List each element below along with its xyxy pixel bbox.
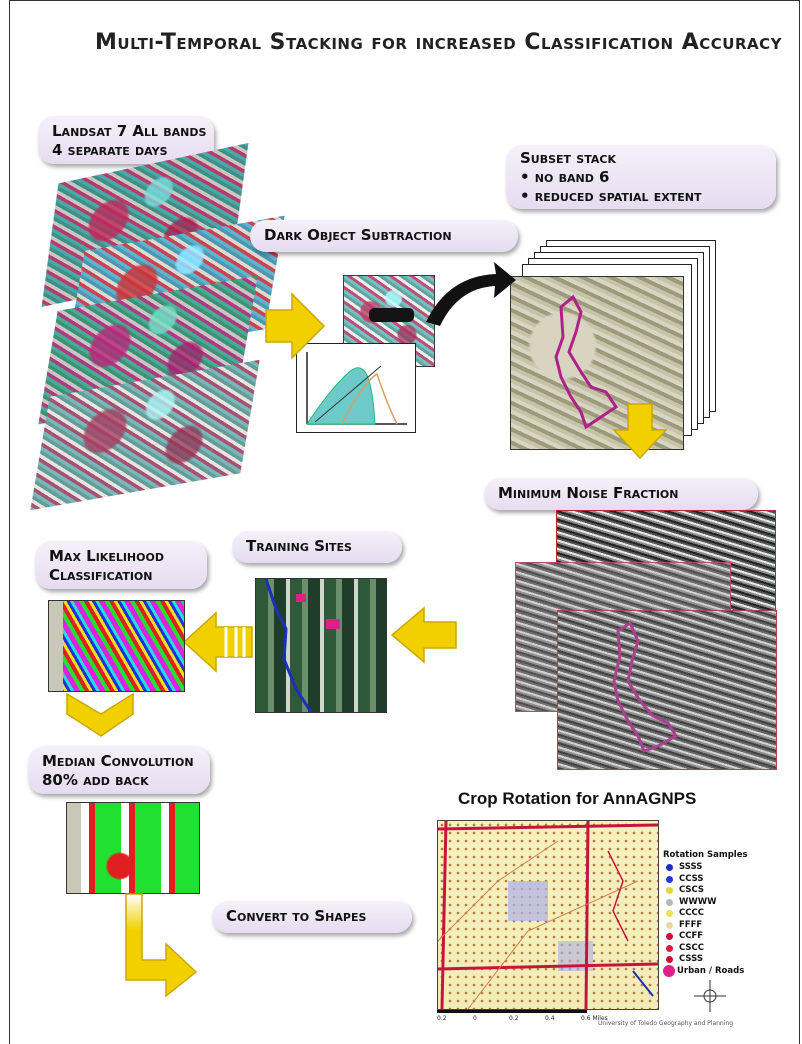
arrow-to-subset: [426, 262, 516, 326]
subset-stack-image: [510, 276, 684, 450]
legend-item: CCCC: [663, 908, 783, 919]
maxlik-line1: Max Likelihood: [49, 547, 164, 565]
median-line1: Median Convolution: [42, 752, 194, 770]
arrow-to-dos: [265, 292, 326, 360]
legend-item: FFFF: [663, 920, 783, 931]
training-sites-image: [255, 578, 387, 713]
dark-object: [369, 308, 414, 322]
arrow-to-classification: [182, 611, 253, 673]
mnf-image-3: [557, 610, 777, 770]
subset-line3: • reduced spatial extent: [520, 187, 702, 205]
legend-label: CCCC: [679, 908, 704, 918]
arrow-to-median: [66, 692, 134, 737]
crop-rotation-map: [437, 820, 659, 1010]
legend-item: CSCC: [663, 943, 783, 954]
legend-label: CCSS: [679, 873, 704, 884]
training-river: [264, 579, 340, 712]
watershed-boundary: [554, 294, 619, 430]
legend-item: CSSS: [663, 954, 783, 965]
legend-label: Urban / Roads: [677, 965, 745, 976]
legend-swatch-icon: [666, 921, 673, 929]
legend-title: Rotation Samples: [663, 850, 748, 860]
crop-map-roads: [438, 821, 658, 1009]
scale-label: 0: [473, 1015, 477, 1022]
subset-stack-frames: [510, 240, 720, 450]
landsat-image-stack: [30, 143, 285, 511]
legend-label: FFFF: [679, 919, 703, 930]
subset-stack-label: Subset stack • no band 6 • reduced spati…: [506, 145, 776, 209]
legend-swatch-icon: [666, 956, 673, 963]
minimum-noise-fraction-label: Minimum Noise Fraction: [484, 478, 758, 510]
landsat-line2: 4 separate days: [52, 141, 168, 159]
arrow-to-training: [390, 606, 457, 664]
legend-label: CSCC: [679, 942, 704, 953]
legend-item: SSSS: [663, 862, 783, 873]
legend-swatch-icon: [666, 944, 673, 952]
median-convolution-label: Median Convolution 80% add back: [28, 746, 210, 794]
legend-label: CSSS: [679, 954, 703, 964]
legend-label: WWWW: [679, 896, 717, 907]
dark-object-subtraction-label: Dark Object Subtraction: [250, 220, 518, 252]
median-line2: 80% add back: [42, 771, 149, 789]
landsat-line1: Landsat 7 All bands: [52, 122, 207, 140]
median-image: [66, 802, 200, 894]
subset-line1: Subset stack: [520, 149, 616, 167]
legend-swatch-icon: [666, 875, 673, 883]
legend-swatch-icon: [666, 864, 673, 871]
mnf-boundary: [612, 620, 679, 753]
legend-label: SSSS: [679, 862, 703, 872]
legend-item: CCSS: [663, 874, 783, 885]
scale-line: [437, 1010, 587, 1013]
page-frame: [9, 0, 800, 1044]
maxlik-line2: Classification: [49, 566, 153, 584]
legend-item: CCFF: [663, 931, 783, 942]
legend-item: WWWW: [663, 897, 783, 908]
classification-image: [48, 600, 185, 692]
scale-label: 0.2: [437, 1015, 447, 1022]
legend-swatch-icon: [666, 898, 673, 906]
crop-map-title: Crop Rotation for AnnAGNPS: [458, 789, 697, 808]
histogram-curves: [306, 352, 407, 425]
legend-item: CSCS: [663, 885, 783, 896]
max-likelihood-label: Max Likelihood Classification: [35, 541, 207, 589]
page-title: Multi-Temporal Stacking for increased Cl…: [95, 30, 782, 55]
scale-label: 0.2: [509, 1015, 519, 1022]
legend-swatch-icon: [663, 964, 675, 977]
histogram-plot: [296, 343, 416, 433]
scale-label: 0.6 Miles: [581, 1015, 608, 1022]
arrow-to-mnf: [612, 403, 668, 460]
subset-line2: • no band 6: [520, 168, 610, 186]
scale-bar: 0.2 0 0.2 0.4 0.6 Miles: [437, 1010, 617, 1028]
convert-to-shapes-label: Convert to Shapes: [212, 901, 412, 933]
map-credit: University of Toledo Geography and Plann…: [598, 1020, 733, 1027]
legend-swatch-icon: [666, 910, 673, 917]
training-sites-label: Training Sites: [232, 531, 402, 563]
legend-item: Urban / Roads: [663, 964, 783, 977]
arrow-to-shapes: [125, 893, 198, 998]
legend-label: CSCS: [679, 885, 705, 895]
legend-label: CCFF: [679, 931, 704, 941]
scale-label: 0.4: [545, 1015, 555, 1022]
legend-swatch-icon: [666, 933, 673, 940]
north-arrow-icon: [694, 980, 726, 1012]
legend-swatch-icon: [666, 887, 673, 894]
